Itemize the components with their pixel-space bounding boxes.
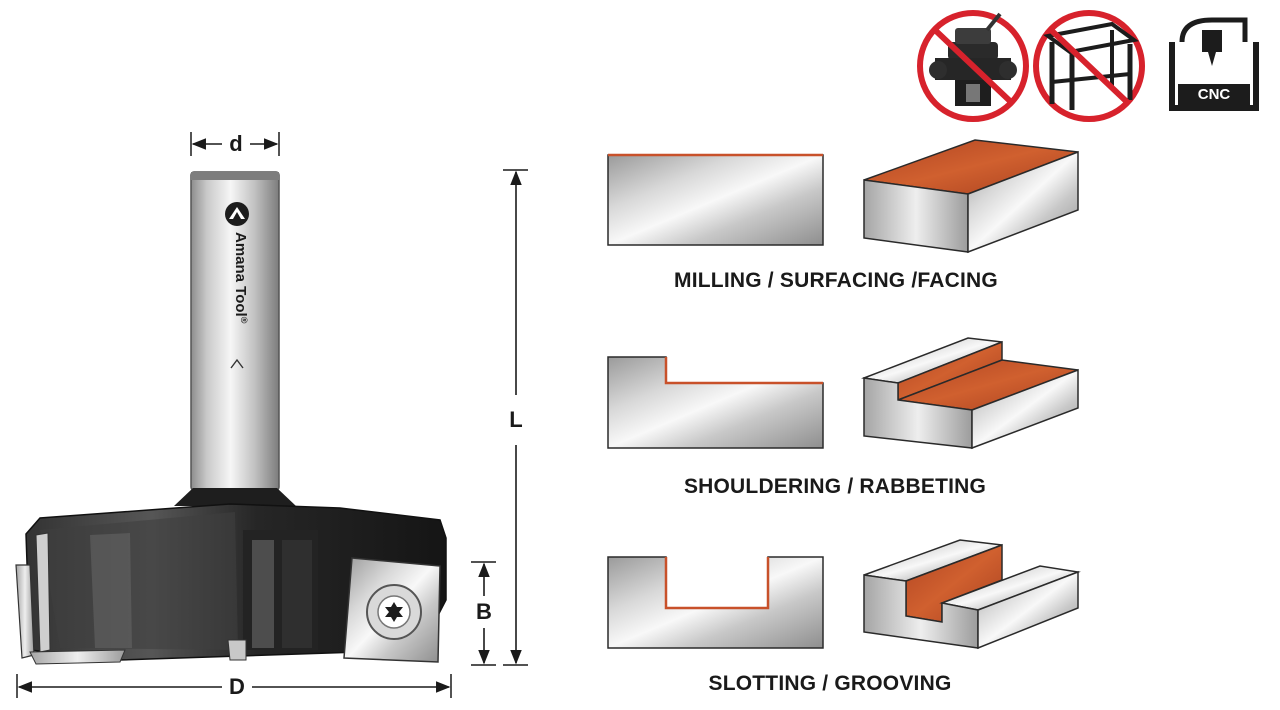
- cnc-label: CNC: [1197, 86, 1231, 103]
- router-bit: Amana Tool®: [15, 171, 447, 665]
- square-insert: [343, 557, 441, 663]
- shouldering-profile: [607, 356, 824, 449]
- dim-label-d: d: [226, 131, 246, 157]
- shank-brand-text: Amana Tool®: [232, 232, 249, 324]
- router-table-icon: [1033, 10, 1145, 122]
- slotting-profile: [607, 556, 824, 649]
- dim-label-D: D: [226, 674, 248, 700]
- amana-logo-icon: [225, 202, 249, 226]
- handheld-router-icon: [917, 10, 1029, 122]
- caption-milling: MILLING / SURFACING /FACING: [674, 269, 998, 292]
- dim-B: [471, 561, 496, 666]
- dim-label-L: L: [506, 407, 526, 433]
- caption-slotting: SLOTTING / GROOVING: [708, 672, 952, 695]
- shank-marking: [230, 358, 244, 369]
- torx-screw-icon: [385, 602, 403, 622]
- milling-profile: [607, 153, 824, 246]
- shouldering-block-3d: [861, 337, 1079, 450]
- dim-label-B: B: [473, 599, 495, 625]
- slotting-block-3d: [863, 539, 1081, 650]
- dim-L: [503, 169, 528, 666]
- dim-d: [190, 132, 280, 156]
- dim-D: [16, 674, 452, 698]
- caption-shouldering: SHOULDERING / RABBETING: [683, 475, 987, 498]
- milling-block-3d: [863, 139, 1079, 254]
- cnc-icon: [1169, 17, 1259, 111]
